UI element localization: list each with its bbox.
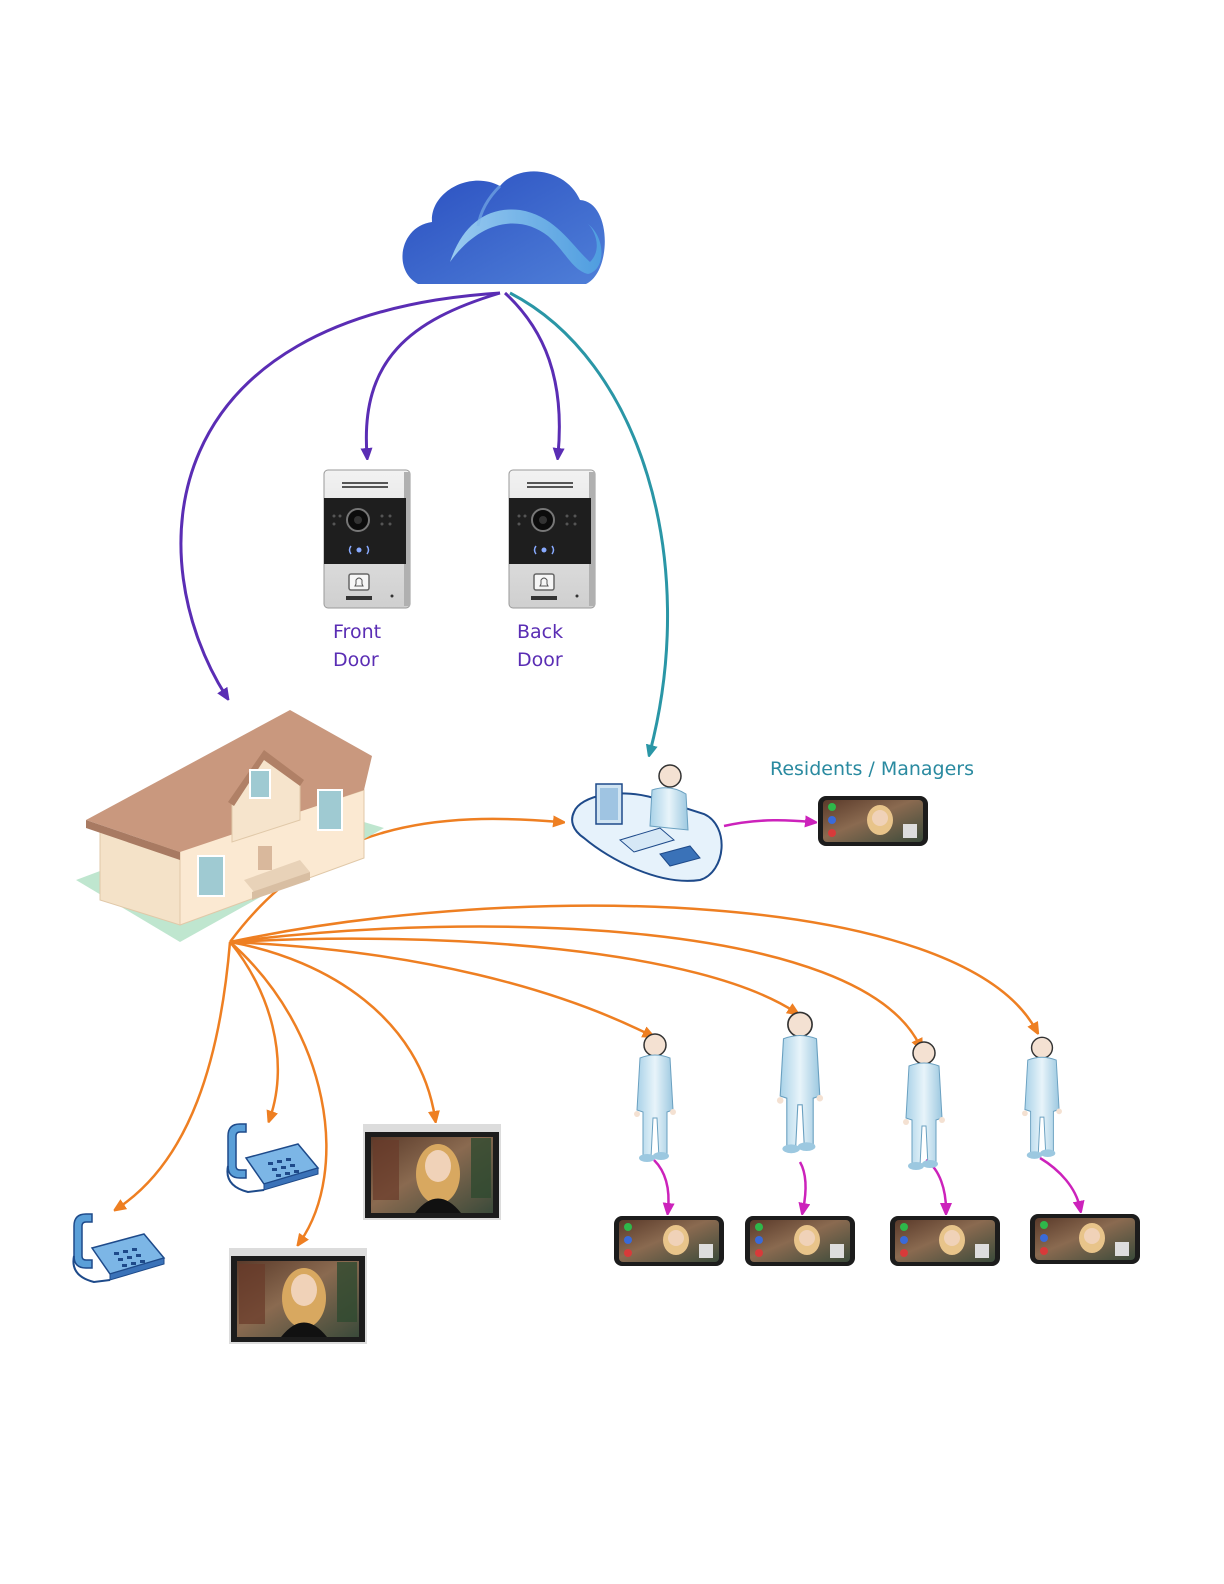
- resident-3: [903, 1042, 945, 1170]
- arrow-desk-to-phone: [724, 820, 812, 826]
- back-door-label-line-2: Door: [517, 649, 563, 671]
- manager-smartphone: [818, 796, 928, 846]
- arrow-cloud-to-back-door: [505, 293, 559, 455]
- arrow-house-to-resident-4: [230, 906, 1036, 1030]
- resident-2: [777, 1012, 823, 1153]
- front-door-label: Front Door: [333, 621, 387, 671]
- back-door-label-line-1: Back: [517, 621, 563, 643]
- arrow-house-to-monitor-1: [230, 942, 326, 1242]
- arrow-house-to-phone-1: [118, 942, 230, 1208]
- back-door-intercom: [509, 470, 595, 608]
- indoor-monitor-2: [229, 1248, 367, 1344]
- resident-4-smartphone: [1030, 1214, 1140, 1264]
- arrow-house-to-resident-3: [230, 927, 920, 1046]
- smartphone-video-call-icon: [818, 796, 928, 846]
- desk-phone-icon: [227, 1124, 318, 1192]
- person-icon: [777, 1012, 823, 1153]
- smartphone-video-call-icon: [890, 1216, 1000, 1266]
- smartphone-video-call-icon: [745, 1216, 855, 1266]
- residents-managers-label: Residents / Managers: [770, 758, 974, 780]
- arrow-resident-1-to-phone: [654, 1160, 668, 1210]
- front-door-intercom: [324, 470, 410, 608]
- door-intercom-icon: [324, 470, 410, 608]
- resident-1: [634, 1034, 676, 1162]
- arrow-house-to-monitor-2: [230, 942, 435, 1118]
- person-icon: [903, 1042, 945, 1170]
- resident-4: [1022, 1037, 1062, 1159]
- indoor-monitor-1: [363, 1124, 501, 1220]
- cloud-icon: [402, 171, 604, 284]
- arrow-house-to-resident-2: [230, 939, 795, 1012]
- person-icon: [1022, 1037, 1062, 1159]
- person-icon: [634, 1034, 676, 1162]
- arrow-resident-4-to-phone: [1040, 1158, 1080, 1208]
- arrow-resident-2-to-phone: [800, 1162, 806, 1210]
- video-monitor-icon: [229, 1248, 367, 1344]
- arrow-cloud-to-front-door: [366, 293, 500, 455]
- front-door-label-line-2: Door: [333, 649, 379, 671]
- operator-desk-icon: [572, 765, 721, 881]
- desk-phone-icon: [73, 1214, 164, 1282]
- resident-2-smartphone: [745, 1216, 855, 1266]
- house-icon: [76, 710, 384, 942]
- resident-1-smartphone: [614, 1216, 724, 1266]
- smartphone-video-call-icon: [614, 1216, 724, 1266]
- video-monitor-icon: [363, 1124, 501, 1220]
- back-door-label: Back Door: [517, 621, 569, 671]
- desk-phone-1: [73, 1214, 164, 1282]
- resident-3-smartphone: [890, 1216, 1000, 1266]
- smartphone-video-call-icon: [1030, 1214, 1140, 1264]
- arrow-house-to-phone-2: [230, 942, 278, 1118]
- door-intercom-icon: [509, 470, 595, 608]
- desk-phone-2: [227, 1124, 318, 1192]
- person-to-phone-links: [654, 820, 1080, 1210]
- front-door-label-line-1: Front: [333, 621, 381, 643]
